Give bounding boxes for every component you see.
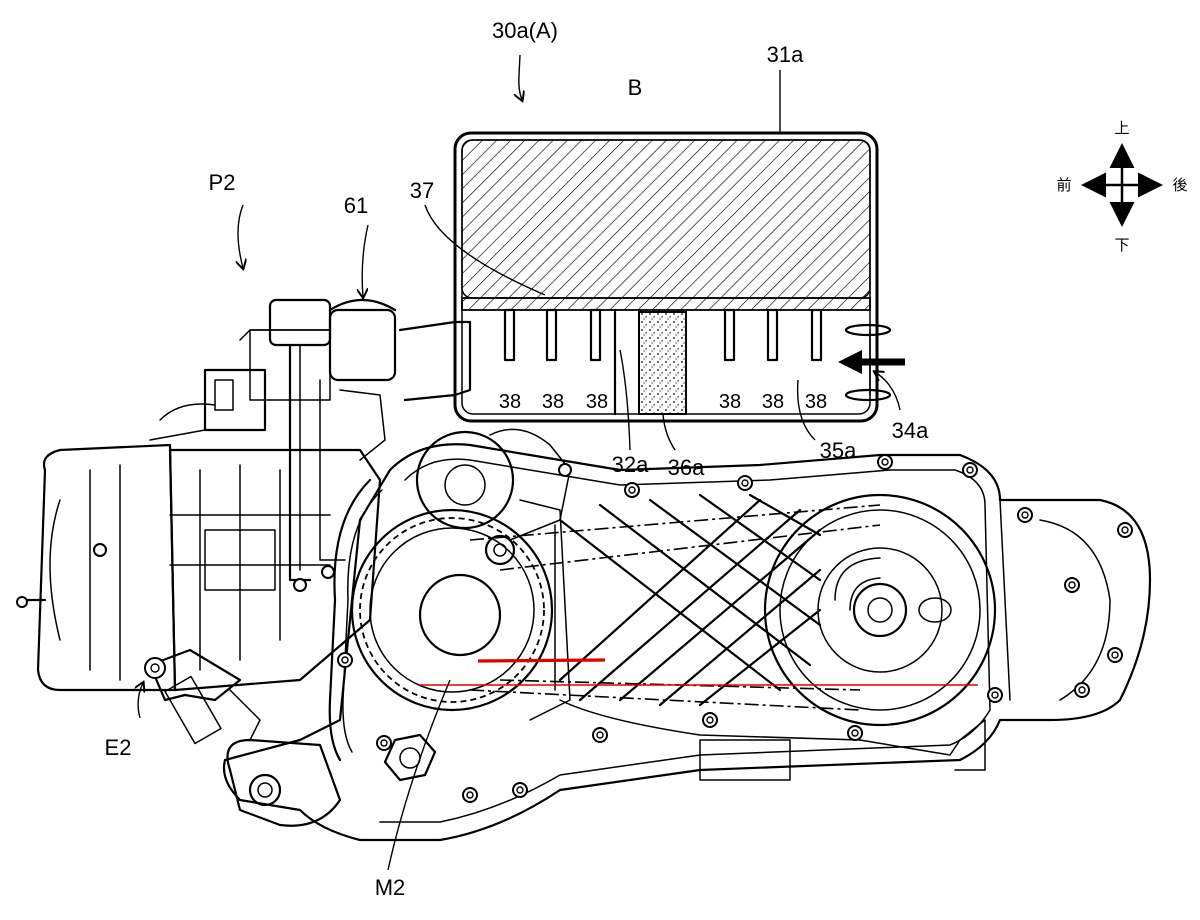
leader-lines — [138, 54, 901, 871]
label-fin-4: 38 — [719, 391, 741, 413]
label-fin-6: 38 — [805, 391, 827, 413]
cylinder-head — [36, 443, 177, 692]
label-filter-region: 37 — [410, 178, 434, 203]
red-reference-lines — [420, 658, 978, 686]
hose — [328, 478, 372, 762]
lattice-ribs — [519, 493, 822, 721]
direction-compass: 上 下 前 後 — [1056, 119, 1187, 254]
driven-pulley — [763, 493, 997, 727]
direction-down: 下 — [1114, 236, 1129, 254]
lower-bracket — [226, 738, 342, 827]
label-fin-5: 38 — [762, 391, 784, 413]
label-motor: M2 — [375, 875, 406, 900]
label-inlet-space: 35a — [820, 438, 857, 463]
upper-idler — [415, 428, 571, 566]
label-device: 30a(A) — [492, 18, 558, 43]
air-cleaner-box — [398, 131, 905, 423]
filter-plate — [461, 297, 871, 311]
direction-rear: 後 — [1172, 176, 1187, 194]
label-engine: E2 — [105, 735, 132, 760]
label-fin-2: 38 — [542, 391, 564, 413]
label-element: 36a — [668, 455, 705, 480]
label-unit: P2 — [209, 170, 236, 195]
label-inlet: 34a — [892, 418, 929, 443]
engine-unit — [16, 298, 1152, 842]
label-case: 31a — [767, 42, 804, 67]
filter-element — [638, 311, 687, 415]
drive-pulley — [350, 508, 554, 712]
label-chamber-b: B — [628, 75, 643, 100]
chamber-b-hatch — [461, 139, 871, 299]
throttle-body — [149, 298, 397, 582]
direction-up: 上 — [1114, 119, 1129, 137]
label-fin-1: 38 — [499, 391, 521, 413]
label-part-61: 61 — [344, 193, 368, 218]
red-line-upper — [477, 658, 606, 663]
case-bolts — [93, 454, 1133, 803]
reference-labels: 30a(A) 31a B P2 61 37 38 38 38 38 38 38 … — [105, 18, 930, 900]
intake-duct — [398, 320, 472, 402]
label-partition: 32a — [612, 452, 649, 477]
direction-front: 前 — [1056, 176, 1071, 194]
transmission-case — [222, 443, 1152, 842]
case-outer — [453, 131, 879, 423]
engine-mount — [148, 648, 242, 702]
fins — [503, 308, 823, 362]
intake-flow-arrow — [838, 350, 905, 374]
label-fin-3: 38 — [586, 391, 608, 413]
